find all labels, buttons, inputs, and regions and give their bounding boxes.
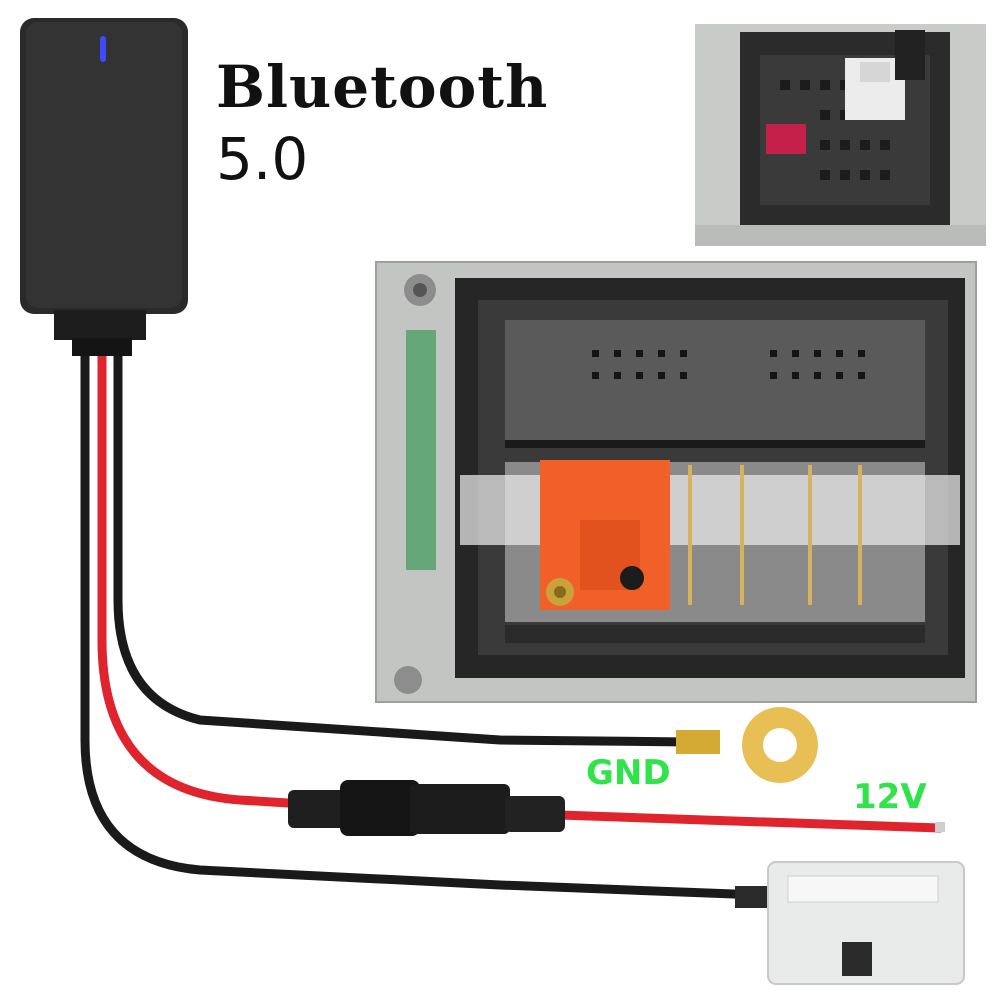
power-12v-label: 12V	[853, 777, 927, 817]
fuse-holder-icon	[288, 780, 945, 836]
status-led-icon	[100, 36, 106, 62]
quadlock-plug-icon	[735, 861, 965, 985]
ring-terminal-icon	[676, 707, 818, 783]
harness-plug-photo	[695, 24, 986, 246]
gnd-label: GND	[586, 753, 671, 793]
wiring-harness	[80, 345, 945, 900]
radio-connector-photo	[375, 261, 977, 703]
bluetooth-module	[20, 18, 188, 356]
product-version: 5.0	[216, 125, 309, 193]
product-title: Bluetooth	[216, 53, 549, 121]
